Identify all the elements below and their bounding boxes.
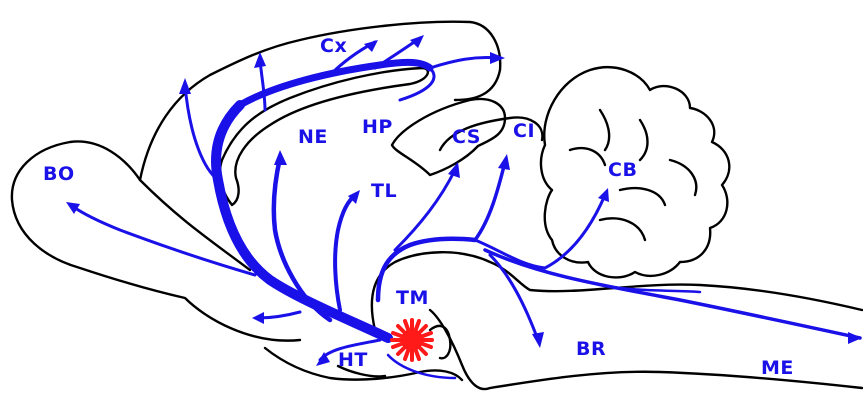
label-ci: CI — [513, 120, 535, 142]
mammillary-outline — [430, 326, 450, 358]
arrowhead-cortex-3 — [410, 35, 424, 48]
arrowhead-br — [532, 332, 544, 348]
label-tl: TL — [371, 180, 397, 202]
pathway-arrowheads — [66, 35, 862, 366]
label-bo: BO — [43, 163, 75, 185]
ht-branch-3 — [258, 312, 300, 318]
arrowhead-me — [848, 332, 862, 344]
arrowhead-cortex-4 — [490, 52, 505, 64]
brainstem-lower-outline — [430, 310, 862, 389]
arrowhead-bo — [66, 202, 80, 214]
label-me: ME — [761, 357, 794, 379]
arrowhead-cortex-2 — [364, 40, 378, 52]
me-branch — [485, 250, 860, 338]
arrowhead-ne — [274, 150, 287, 165]
label-cb: CB — [608, 159, 637, 181]
arrowhead-frontal — [179, 78, 191, 94]
hippocampus-outline — [392, 99, 505, 175]
label-br: BR — [576, 338, 606, 360]
brainstem-outline — [372, 252, 862, 330]
cortex-branch-4 — [430, 57, 498, 68]
label-ne: NE — [298, 126, 328, 148]
brain-outline — [12, 22, 862, 389]
label-cs: CS — [452, 126, 481, 148]
label-ht: HT — [338, 349, 368, 371]
label-tm: TM — [396, 287, 429, 309]
tm-nucleus-star-icon — [392, 320, 432, 360]
ne-branch — [274, 158, 330, 320]
arrowhead-ht-left — [252, 312, 264, 324]
arrowhead-ci — [498, 154, 510, 170]
ci-branch — [475, 162, 505, 240]
label-hp: HP — [362, 116, 393, 138]
label-cx: Cx — [320, 35, 347, 57]
tl-branch — [335, 195, 356, 310]
cortex-branch-1 — [260, 60, 265, 110]
arrowhead-cb — [598, 188, 609, 202]
cb-branch — [475, 195, 605, 268]
